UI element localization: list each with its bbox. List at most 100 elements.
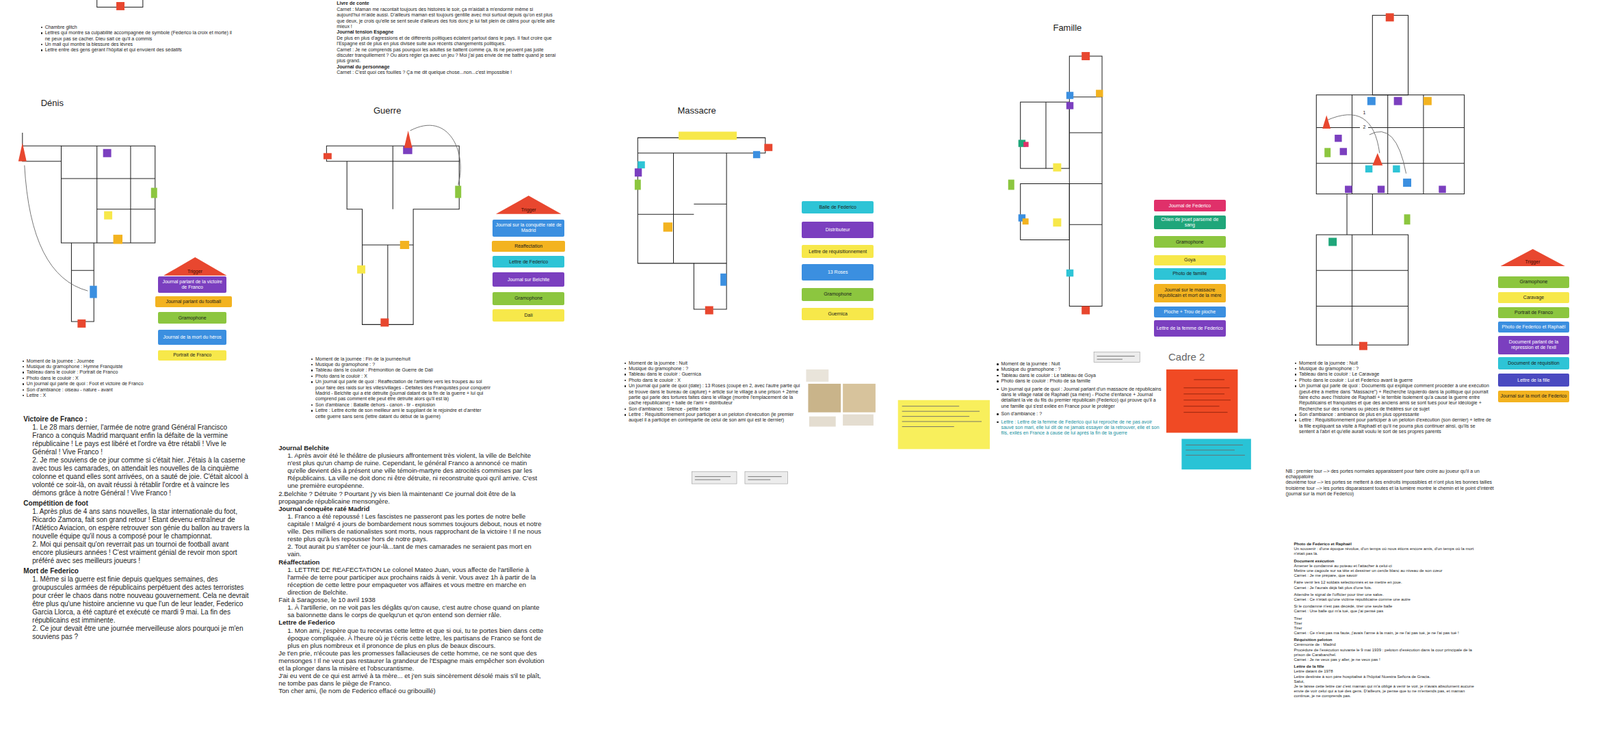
bullet-item: Photo dans le couloir : X	[622, 377, 803, 384]
bullet-item: Un journal qui parle de quoi : Réaffecta…	[309, 378, 494, 403]
note-text: troisième tour --> les portes disparaiss…	[1286, 485, 1496, 498]
bullet-item: Photo dans le couloir : X	[20, 375, 154, 382]
note-text: 1. Mon ami, j'espère que tu recevras cet…	[278, 626, 546, 650]
text-column: Dénis	[41, 97, 123, 109]
bullet-item: Son d'ambiance : Silence - petite brise	[622, 406, 803, 412]
note-text: 1. Franco a été repoussé ! Les fascistes…	[278, 512, 546, 543]
note-text: Tirer	[1293, 621, 1479, 626]
text-column: 1	[1359, 110, 1369, 116]
bullet-dot	[624, 368, 627, 371]
trigger-triangle: Trigger	[1500, 248, 1566, 267]
trigger-item-box: Lettre de réquisitionnement	[801, 244, 873, 258]
bullet-dot	[996, 388, 999, 391]
note-text: 2. Ce jour devait être une journée merve…	[23, 624, 250, 641]
trigger-item-box: Gramophone	[492, 292, 564, 306]
text-heading: Journal conquête raté Madrid	[278, 504, 546, 513]
item-label: Trigger	[1525, 259, 1541, 265]
trigger-item-box: Gramophone	[1498, 276, 1570, 288]
note-text: Mettre une cagoule sur sa tête et dessin…	[1293, 568, 1479, 574]
callout-number: 2	[1359, 124, 1369, 130]
note-text: Ton cher ami, (le nom de Federico effacé…	[278, 686, 546, 695]
text-heading: Lettre de Federico	[278, 618, 546, 626]
text-heading: Victoire de Franco :	[23, 415, 250, 424]
text-column: NB : premier tour --> des portes normale…	[1286, 468, 1496, 498]
item-label: Gramophone	[823, 291, 852, 297]
section-title: Cadre 2	[1168, 350, 1261, 364]
bullet-item: Musique du gramophone : ?	[1292, 365, 1492, 372]
note-text: Carnet : Une balle qui m'a tué, que j'ai…	[1293, 608, 1479, 614]
bullet-dot	[311, 358, 314, 361]
bullet-item: Lettre : X	[20, 392, 154, 399]
item-label: Trigger	[187, 268, 203, 275]
bullet-item: Son d'ambiance : Bataille dehors - canon…	[309, 402, 494, 408]
bullet-dot	[1294, 419, 1297, 422]
text-heading: Document exécution	[1293, 558, 1479, 564]
text-column: Massacre	[677, 105, 759, 117]
item-label: Photo de Federico et Raphaël	[1502, 324, 1566, 330]
note-text: Un souvenir : d'une époque révolue, d'un…	[1293, 546, 1479, 557]
text-column: Moment de la journée : NuitMusique du gr…	[994, 361, 1163, 437]
bullet-dot	[996, 363, 999, 366]
item-label: Gramophone	[178, 315, 207, 321]
trigger-item-box: Dalí	[492, 309, 564, 322]
trigger-item-box: Document parlant de la répression et de …	[1498, 335, 1570, 355]
item-label: Caravage	[1523, 294, 1544, 301]
section-title: Dénis	[41, 97, 123, 109]
bullet-dot	[1294, 368, 1297, 371]
item-label: Journal sur la conquête raté de Madrid	[494, 222, 562, 234]
bullet-item: Lettre : Lettre de la femme de Federico …	[994, 419, 1163, 437]
bullet-dot	[624, 379, 627, 382]
item-label: Portrait de Franco	[173, 352, 212, 358]
text-column: Journal Belchite1. Après avoir été le th…	[278, 443, 546, 695]
text-column: Livre de conteCarnet : Maman me racontai…	[336, 0, 557, 76]
bullet-item: Moment de la journée : Fin de la journée…	[309, 356, 494, 362]
item-label: Gramophone	[514, 295, 543, 301]
bullet-item: Tableau dans le couloir : Portrait de Fr…	[20, 369, 154, 375]
bullet-item: Tableau dans le couloir : Le tableau de …	[994, 372, 1163, 379]
text-column: Cadre 2	[1168, 350, 1261, 364]
text-column: Famille	[1052, 22, 1135, 34]
note-text: J'ai eu vent de ce qui est arrivé à ta m…	[278, 671, 546, 687]
note-text: De plus en plus d'agressions et de diffé…	[336, 35, 557, 48]
bullet-dot	[311, 409, 314, 412]
bullet-item: Tableau dans le couloir : Le Caravage	[1292, 371, 1492, 377]
text-heading: Journal du personnage	[336, 64, 557, 70]
item-label: Lettre de la fille	[1517, 377, 1550, 384]
trigger-item-box: Lettre de Federico	[492, 255, 564, 267]
trigger-item-box: Gramophone	[1153, 235, 1226, 249]
note-text: Lettre datant de 1978	[1293, 669, 1479, 674]
bullet-item: Moment de la journée : Nuit	[994, 361, 1163, 367]
note-text: Carnet : Ce n'était qu'une victime répub…	[1293, 597, 1479, 602]
bullet-item: Lettre entre des gens gérant l'hôpital e…	[38, 47, 239, 53]
note-text: Tirer	[1293, 616, 1479, 622]
trigger-item-box: Portrait de Franco	[158, 350, 227, 361]
text-column: Moment de la journée : NuitMusique du gr…	[1292, 360, 1492, 436]
bullet-item: Musique du gramophone : ?	[994, 366, 1163, 373]
text-column: Moment de la journée : NuitMusique du gr…	[622, 360, 803, 424]
note-text: Tirer	[1293, 625, 1479, 631]
note-text: Faire venir les 12 soldats sélectionnés …	[1293, 580, 1479, 585]
note-text: 1. À l'artillerie, on ne voit pas les dé…	[278, 603, 546, 619]
trigger-item-box: Caravage	[1498, 292, 1570, 304]
section-title: Famille	[1052, 22, 1135, 34]
bullet-item: Tableau dans le couloir : Guernica	[622, 371, 803, 377]
note-text: Carnet : Je me prépare, que savoir	[1293, 573, 1479, 579]
trigger-item-box: Journal parlant de la victoire de Franco	[158, 276, 227, 293]
bullet-item: Son d'ambiance : oiseau - nature - avant	[20, 387, 154, 393]
bullet-item: Musique du gramophone : Hymne Franquiste	[20, 363, 154, 370]
bullet-dot	[22, 371, 25, 374]
bullet-dot	[41, 43, 44, 46]
item-label: Journal de Federico	[1168, 203, 1211, 209]
trigger-item-box: Lettre de la fille	[1498, 373, 1570, 387]
item-label: Journal sur Belchite	[507, 277, 550, 283]
bullet-dot	[22, 394, 25, 397]
bullet-item: Photo dans le couloir : X	[309, 373, 494, 379]
text-heading: Journal tension Espagne	[336, 29, 557, 35]
note-text: Je te laisse cette lettre car c'est mama…	[1293, 684, 1479, 700]
trigger-item-box: Photo de Federico et Raphaël	[1498, 321, 1570, 333]
bullet-item: Un journal qui parle de quoi : Documents…	[1292, 383, 1492, 412]
bullet-dot	[996, 368, 999, 371]
trigger-item-box: 13 Roses	[801, 264, 873, 281]
note-text: Salut,	[1293, 679, 1479, 685]
bullet-item: Un mail qui montre la blessure des lèvre…	[38, 41, 239, 48]
